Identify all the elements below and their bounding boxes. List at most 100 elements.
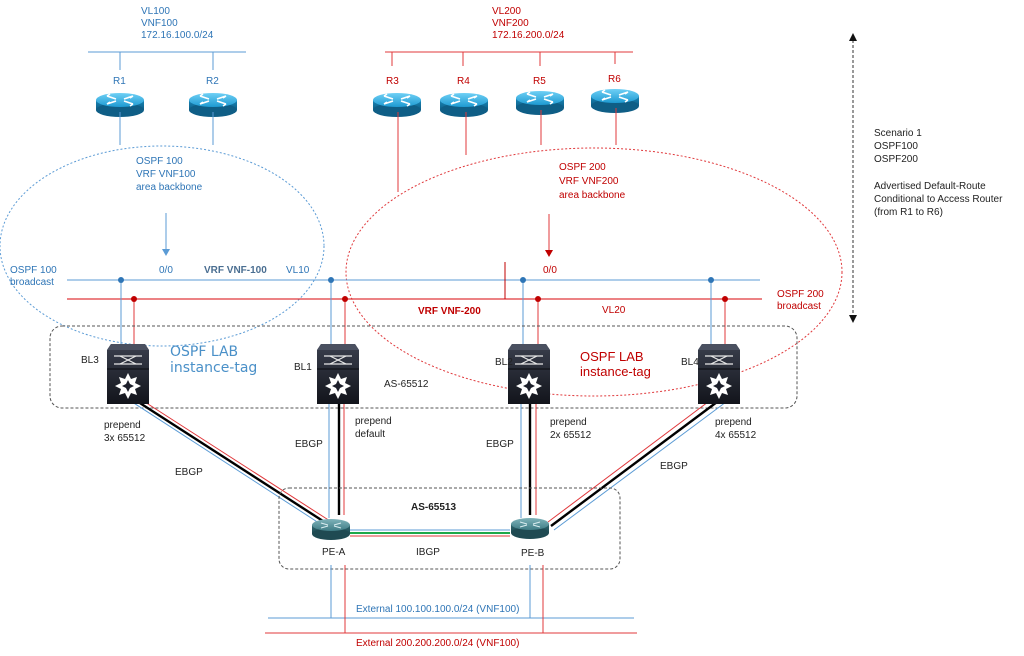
pe-a-label: PE-A xyxy=(322,547,346,558)
ospf100-default-route: 0/0 xyxy=(159,265,173,276)
nexus-switch-icon[interactable] xyxy=(507,343,551,405)
ospf200-broadcast-title: OSPF 200 xyxy=(777,289,824,300)
arrow-down-icon xyxy=(162,249,170,256)
router-icon[interactable] xyxy=(372,92,422,118)
ospf200-broadcast-type: broadcast xyxy=(777,301,821,312)
as-65512-boundary xyxy=(49,325,798,409)
arrow-down-icon xyxy=(545,250,553,257)
instance-tag-red-title: OSPF LAB xyxy=(580,349,644,364)
bus-node xyxy=(328,277,334,283)
ebgp-label-bl2: EBGP xyxy=(486,439,514,450)
prepend-bl1-value: default xyxy=(355,429,385,440)
router-r4-label: R4 xyxy=(457,76,470,87)
vl200-subnet: 172.16.200.0/24 xyxy=(492,30,565,41)
bl3-blue-link xyxy=(125,397,323,526)
prepend-bl4-value: 4x 65512 xyxy=(715,430,757,441)
bl4-red-link xyxy=(547,395,717,523)
segment-vl100: VL100 VNF100 172.16.100.0/24 xyxy=(88,6,246,70)
router-icon[interactable] xyxy=(311,518,351,541)
switch-bl2[interactable]: BL2 xyxy=(495,343,551,405)
pe-router-b[interactable]: PE-B xyxy=(510,517,550,559)
external-vnf200: External 200.200.200.0/24 (VNF100) xyxy=(265,565,637,649)
external-vnf100: External 100.100.100.0/24 (VNF100) xyxy=(268,565,634,619)
ospf200-title: OSPF 200 xyxy=(559,162,606,173)
ospf200-area-label: area backbone xyxy=(559,190,626,201)
bus-node xyxy=(520,277,526,283)
switch-bl3-label: BL3 xyxy=(81,355,99,366)
nexus-switch-icon[interactable] xyxy=(316,343,360,405)
prepend-bl2-title: prepend xyxy=(550,417,587,428)
bus-node xyxy=(535,296,541,302)
bl4-ebgp-link xyxy=(550,398,722,527)
scenario-line: (from R1 to R6) xyxy=(874,207,943,218)
ibgp-label: IBGP xyxy=(416,547,440,558)
router-r1-label: R1 xyxy=(113,76,126,87)
bl3-ebgp-link xyxy=(128,394,327,525)
ospf100-broadcast-title: OSPF 100 xyxy=(10,265,57,276)
ibgp-link[interactable]: IBGP xyxy=(350,529,510,558)
switch-bl3[interactable]: BL3 xyxy=(81,343,150,405)
prepend-bl3-title: prepend xyxy=(104,420,141,431)
vnf200-label: VNF200 xyxy=(492,18,529,29)
prepend-bl3-value: 3x 65512 xyxy=(104,433,146,444)
vrf-vnf200-label: VRF VNF-200 xyxy=(418,306,481,317)
switch-bl4[interactable]: BL4 xyxy=(681,343,741,405)
router-icon[interactable] xyxy=(590,88,640,114)
ospf200-default-route: 0/0 xyxy=(543,265,557,276)
arrow-up-icon xyxy=(849,33,857,41)
ospf100-info: OSPF 100 VRF VNF100 area backbone 0/0 OS… xyxy=(10,156,310,288)
switch-bl1[interactable]: BL1 xyxy=(294,343,360,405)
as-65512-label: AS-65512 xyxy=(384,379,429,390)
segment-vl200: VL200 VNF200 172.16.200.0/24 xyxy=(385,6,633,66)
vnf100-label: VNF100 xyxy=(141,18,178,29)
ospf100-area-label: area backbone xyxy=(136,182,203,193)
vrf-vnf100-label: VRF VNF-100 xyxy=(204,265,267,276)
bus-node xyxy=(118,277,124,283)
ospf200-info: OSPF 200 VRF VNF200 area backbone 0/0 OS… xyxy=(418,162,824,317)
switch-bl2-label: BL2 xyxy=(495,357,513,368)
vl100-label: VL100 xyxy=(141,6,170,17)
router-icon[interactable] xyxy=(515,90,565,116)
ebgp-link-bl4[interactable] xyxy=(547,395,727,531)
ospf100-vrf: VRF VNF100 xyxy=(136,169,196,180)
vl10-label: VL10 xyxy=(286,265,310,276)
router-r6[interactable]: R6 xyxy=(590,74,640,145)
instance-tag-blue-label: instance-tag xyxy=(170,360,257,376)
scenario-title: Scenario 1 xyxy=(874,128,922,139)
router-r4[interactable]: R4 xyxy=(439,76,489,155)
ospf200-area xyxy=(345,147,843,397)
router-r3[interactable]: R3 xyxy=(372,76,422,192)
router-r5[interactable]: R5 xyxy=(515,76,565,145)
bus-node xyxy=(342,296,348,302)
switch-bl4-label: BL4 xyxy=(681,357,699,368)
switch-bl1-label: BL1 xyxy=(294,362,312,373)
scenario-notes: Scenario 1 OSPF100 OSPF200 Advertised De… xyxy=(874,128,1003,218)
router-r2[interactable]: R2 xyxy=(188,76,238,145)
pe-b-label: PE-B xyxy=(521,548,545,559)
router-icon[interactable] xyxy=(439,92,489,118)
ebgp-link-bl2[interactable] xyxy=(520,397,537,518)
vl20-label: VL20 xyxy=(602,305,626,316)
scenario-line: Conditional to Access Router xyxy=(874,194,1003,205)
nexus-switch-icon[interactable] xyxy=(106,343,150,405)
bus-drops xyxy=(118,277,728,345)
nexus-switch-icon[interactable] xyxy=(697,343,741,405)
ospf100-title: OSPF 100 xyxy=(136,156,183,167)
prepend-bl2-value: 2x 65512 xyxy=(550,430,592,441)
scenario-line: OSPF200 xyxy=(874,154,918,165)
router-r1[interactable]: R1 xyxy=(95,76,145,145)
ebgp-link-bl1[interactable] xyxy=(328,397,345,518)
scenario-line: Advertised Default-Route xyxy=(874,181,986,192)
router-icon[interactable] xyxy=(510,517,550,540)
pe-router-a[interactable]: PE-A xyxy=(311,518,351,558)
ospf100-area xyxy=(0,145,325,347)
ebgp-link-bl3[interactable] xyxy=(125,394,331,526)
ebgp-label-bl1: EBGP xyxy=(295,439,323,450)
ospf200-vrf: VRF VNF200 xyxy=(559,176,619,187)
bl4-blue-link xyxy=(553,401,727,531)
vl200-label: VL200 xyxy=(492,6,521,17)
bl3-red-link xyxy=(133,394,331,522)
vl100-subnet: 172.16.100.0/24 xyxy=(141,30,214,41)
arrow-down-icon xyxy=(849,315,857,323)
as-65513-boundary xyxy=(278,487,621,570)
